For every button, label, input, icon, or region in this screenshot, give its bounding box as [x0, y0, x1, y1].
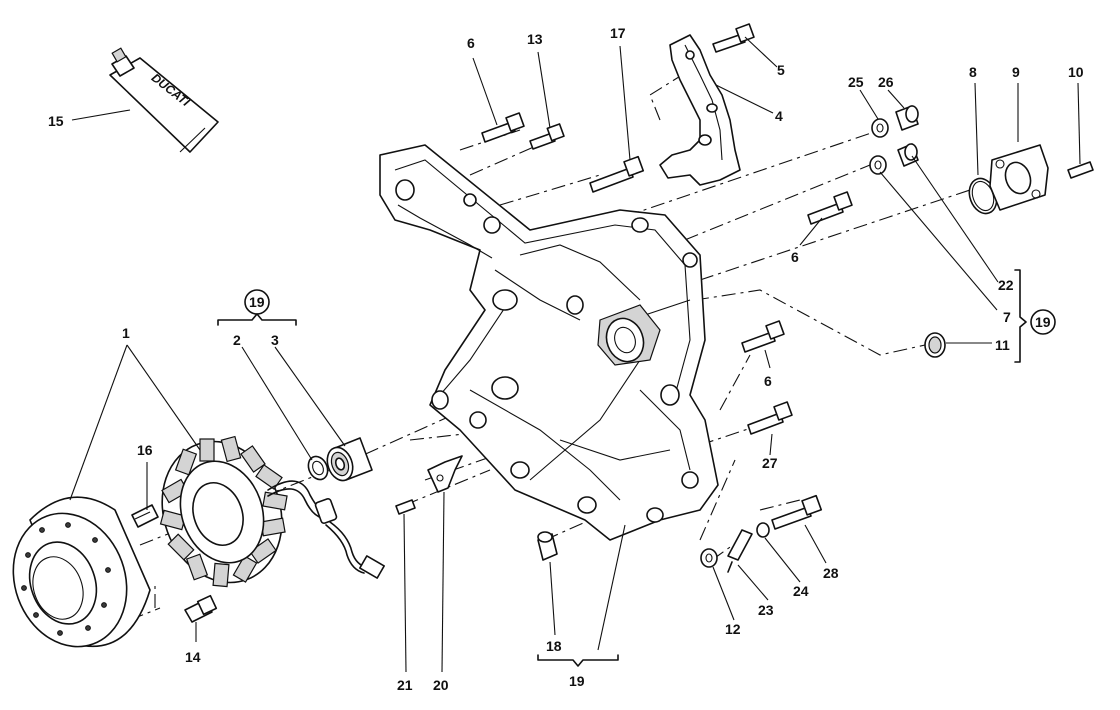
leader-lines — [69, 36, 1081, 673]
callout-2[interactable]: 2 — [233, 332, 241, 348]
callout-12[interactable]: 12 — [725, 621, 741, 637]
screw-part-28[interactable] — [771, 494, 823, 530]
screw-part-27[interactable] — [747, 401, 793, 435]
callout-21[interactable]: 21 — [397, 677, 413, 693]
callout-25[interactable]: 25 — [848, 74, 864, 90]
screw-part-21[interactable] — [395, 499, 416, 515]
screw-part-10[interactable] — [1067, 161, 1094, 179]
circlip-part-2[interactable] — [305, 453, 331, 482]
callout-labels: 1 2 3 19 4 5 6 6 6 7 8 9 10 11 12 13 14 … — [48, 25, 1084, 693]
plug-part-26[interactable] — [895, 105, 919, 131]
clip-part-20[interactable] — [427, 455, 463, 493]
group-bracket-right — [1014, 269, 1027, 363]
callout-6-top[interactable]: 6 — [467, 35, 475, 51]
callout-23[interactable]: 23 — [758, 602, 774, 618]
screw-part-5[interactable] — [712, 23, 755, 53]
callout-3[interactable]: 3 — [271, 332, 279, 348]
bushing-part-11[interactable] — [924, 332, 946, 358]
callout-6-right[interactable]: 6 — [791, 249, 799, 265]
group-bracket-top — [217, 313, 297, 326]
screw-part-6-right[interactable] — [807, 191, 853, 225]
callout-7[interactable]: 7 — [1003, 309, 1011, 325]
callout-5[interactable]: 5 — [777, 62, 785, 78]
callout-16[interactable]: 16 — [137, 442, 153, 458]
washer-part-24[interactable] — [756, 522, 770, 538]
bearing-part-3[interactable] — [323, 437, 373, 484]
callout-6-mid[interactable]: 6 — [764, 373, 772, 389]
washer-part-25[interactable] — [871, 118, 889, 138]
callout-14[interactable]: 14 — [185, 649, 201, 665]
screw-part-6-mid[interactable] — [741, 320, 785, 353]
washer-part-7[interactable] — [869, 155, 887, 175]
stator-part-1[interactable] — [143, 425, 385, 600]
stator-poles — [159, 435, 288, 588]
callout-circle-19-top — [244, 289, 270, 315]
callout-10[interactable]: 10 — [1068, 64, 1084, 80]
callout-24[interactable]: 24 — [793, 583, 809, 599]
callout-27[interactable]: 27 — [762, 455, 778, 471]
screw-part-13[interactable] — [529, 123, 565, 150]
callout-19-top[interactable]: 19 — [249, 294, 265, 310]
callout-28[interactable]: 28 — [823, 565, 839, 581]
callout-19-right[interactable]: 19 — [1035, 314, 1051, 330]
callout-20[interactable]: 20 — [433, 677, 449, 693]
callout-4[interactable]: 4 — [775, 108, 783, 124]
sealant-tube-part-15[interactable]: DUCATI — [109, 47, 219, 153]
callout-18[interactable]: 18 — [546, 638, 562, 654]
screw-part-17[interactable] — [589, 155, 645, 193]
dowel-part-18[interactable] — [537, 531, 558, 561]
callout-22[interactable]: 22 — [998, 277, 1014, 293]
nut-part-12[interactable] — [700, 548, 718, 568]
plug-part-22[interactable] — [897, 143, 919, 167]
callout-15[interactable]: 15 — [48, 113, 64, 129]
callout-17[interactable]: 17 — [610, 25, 626, 41]
screw-part-14[interactable] — [184, 594, 218, 623]
screw-part-16[interactable] — [131, 504, 159, 528]
callout-13[interactable]: 13 — [527, 31, 543, 47]
callout-26[interactable]: 26 — [878, 74, 894, 90]
callout-1[interactable]: 1 — [122, 325, 130, 341]
callout-11[interactable]: 11 — [995, 337, 1010, 353]
callout-19-bottom[interactable]: 19 — [569, 673, 585, 689]
screw-part-6-top[interactable] — [481, 112, 525, 143]
callout-circle-19-right — [1030, 309, 1056, 335]
group-bracket-bottom — [537, 654, 619, 667]
callout-9[interactable]: 9 — [1012, 64, 1020, 80]
bracket-part-4[interactable] — [659, 34, 741, 186]
generator-cover-housing[interactable] — [379, 144, 719, 541]
flange-part-9[interactable] — [989, 144, 1049, 211]
flywheel-rotor-part-1[interactable] — [0, 496, 151, 663]
clip-part-23[interactable] — [727, 529, 753, 573]
callout-8[interactable]: 8 — [969, 64, 977, 80]
